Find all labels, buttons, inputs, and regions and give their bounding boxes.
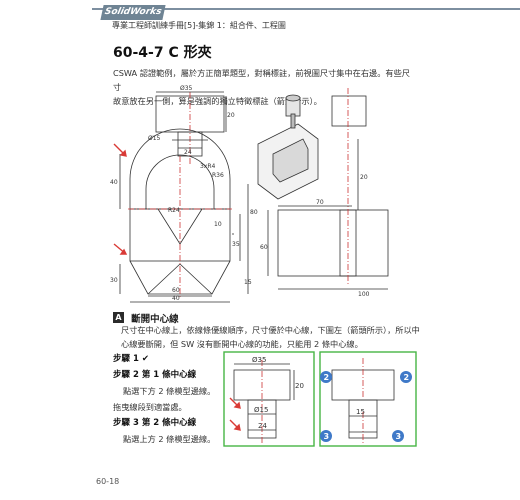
figure-left-frame <box>223 351 315 447</box>
dim-60: 60 <box>172 287 180 294</box>
step-2-line-2: 拖曳線段到適當處。 <box>113 402 187 412</box>
marker-3-left <box>320 430 332 442</box>
step-2-title: 步驟 2 第 1 條中心線 <box>113 370 197 380</box>
fig2-dim-d35: Ø35 <box>252 356 266 364</box>
marker-3-right <box>392 430 404 442</box>
dim-60b: 60 <box>260 244 268 251</box>
dim-d35: Ø35 <box>180 85 193 92</box>
section-title: 60-4-7 C 形夾 <box>113 45 212 61</box>
step-1-title: 步驟 1 ✔ <box>113 354 149 364</box>
dim-35: 35 <box>232 241 240 248</box>
dim-80: 80 <box>250 209 258 216</box>
intro-paragraph: CSWA 認證範例，屬於方正簡單題型，對稱標註，前視圖尺寸集中在右邊。有些尺寸 … <box>113 66 413 108</box>
dim-3xr4: 3xR4 <box>200 163 216 170</box>
dim-r36: R36 <box>212 172 224 179</box>
dim-40b: 40 <box>172 295 180 302</box>
front-view-arch <box>129 128 231 210</box>
marker-2-right <box>400 371 412 383</box>
page-number: 60-18 <box>96 477 120 486</box>
header-stripe <box>92 8 520 10</box>
dim-d20: 20 <box>227 112 235 119</box>
brand-badge: SolidWorks <box>100 5 166 20</box>
intro-line-1: CSWA 認證範例，屬於方正簡單題型，對稱標註，前視圖尺寸集中在右邊。有些尺寸 <box>113 68 410 92</box>
dim-15: 15 <box>244 279 252 286</box>
side-view-body <box>277 209 389 277</box>
figure-right-frame <box>319 351 417 447</box>
subsection-badge: A <box>113 312 124 323</box>
step-2-line-1: 點選下方 2 條模型邊線。 <box>123 386 216 396</box>
front-view-inner-arch <box>145 154 215 209</box>
dim-d24: 24 <box>184 149 192 156</box>
centerline-figure: Ø35 20 Ø15 24 15 2 2 3 3 <box>223 351 417 447</box>
para-line-2: 心線要斷開，但 SW 沒有斷開中心線的功能，只能用 2 條中心線。 <box>121 339 363 349</box>
step-3-line-1: 點選上方 2 條模型邊線。 <box>123 434 216 444</box>
book-title: 專業工程師訓練手冊[5]-集錦 1：組合件、工程圖 <box>112 21 286 30</box>
fig2-dim-d15: Ø15 <box>254 406 268 414</box>
step-3-title: 步驟 3 第 2 條中心線 <box>113 418 197 428</box>
marker-2-left-label: 2 <box>324 373 330 382</box>
dim-100: 100 <box>358 291 370 298</box>
page-header: SolidWorks 專業工程師訓練手冊[5]-集錦 1：組合件、工程圖 <box>0 0 520 30</box>
dim-20b: 20 <box>360 174 368 181</box>
para-line-1: 尺寸在中心線上，依線條優線順序，尺寸優於中心線，下圖左（箭頭所示），所以中 <box>121 325 420 335</box>
marker-3-left-label: 3 <box>324 432 330 441</box>
iso-view <box>257 94 319 200</box>
c-clamp-drawing: Ø35 20 Ø15 24 3xR4 R36 R24 10 35 80 40 3… <box>110 85 389 303</box>
side-view-top <box>331 95 367 127</box>
fig2-dim-20: 20 <box>295 382 304 390</box>
dim-40: 40 <box>110 179 118 186</box>
steps-list: 步驟 1 ✔ 步驟 2 第 1 條中心線 點選下方 2 條模型邊線。 拖曳線段到… <box>113 351 233 447</box>
subsection-title: 斷開中心線 <box>131 313 179 325</box>
dim-10: 10 <box>214 221 222 228</box>
intro-line-2: 故意放在另一側，算是強調的獨立特徵標註（箭頭所示）。 <box>113 96 322 106</box>
dim-30: 30 <box>110 277 118 284</box>
dim-70: 70 <box>316 199 324 206</box>
marker-3-right-label: 3 <box>396 432 402 441</box>
marker-2-left <box>320 371 332 383</box>
fig2-dim-24: 24 <box>258 422 267 430</box>
marker-2-right-label: 2 <box>404 373 410 382</box>
subsection-heading: A 斷開中心線 <box>113 307 179 326</box>
fig2-dim-15: 15 <box>356 408 365 416</box>
dim-d15: Ø15 <box>148 135 161 142</box>
dim-r24: R24 <box>168 207 180 214</box>
body-paragraph: 尺寸在中心線上，依線條優線順序，尺寸優於中心線，下圖左（箭頭所示），所以中 心線… <box>121 323 421 351</box>
